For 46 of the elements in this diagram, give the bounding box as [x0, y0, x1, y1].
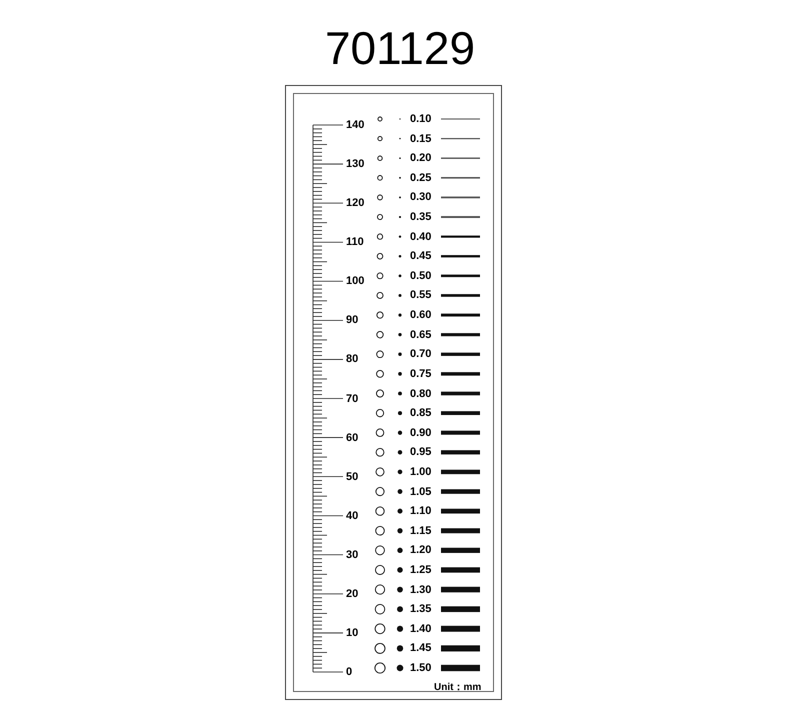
- size-label: 0.60: [410, 309, 432, 322]
- scale-number: 110: [346, 236, 364, 248]
- title: 701129: [324, 21, 476, 76]
- size-label: 1.45: [410, 642, 432, 654]
- size-label: 0.50: [410, 270, 432, 282]
- scale-number: 10: [346, 626, 358, 639]
- size-label: 1.30: [410, 584, 432, 596]
- size-label: 0.10: [410, 113, 432, 125]
- size-label: 0.55: [410, 289, 432, 302]
- size-label: 0.90: [410, 426, 432, 439]
- scale-number: 0: [346, 666, 352, 678]
- size-label: 0.75: [410, 368, 432, 380]
- scale-number: 30: [346, 548, 358, 561]
- size-label: 0.35: [410, 211, 432, 224]
- scale-number: 60: [346, 432, 358, 444]
- size-label: 0.85: [410, 407, 432, 420]
- size-label: 1.05: [410, 486, 432, 498]
- size-label: 1.40: [410, 622, 432, 635]
- size-label: 0.70: [410, 348, 432, 360]
- size-label: 1.35: [410, 603, 432, 616]
- size-label: 0.15: [410, 132, 432, 145]
- size-label: 0.80: [410, 388, 432, 400]
- size-label: 0.20: [410, 152, 432, 164]
- size-label: 0.25: [410, 172, 432, 184]
- size-label: 0.45: [410, 250, 432, 262]
- scale-number: 130: [346, 158, 364, 170]
- size-label: 1.00: [410, 466, 432, 478]
- scale-number: 100: [346, 275, 364, 288]
- size-label: 0.95: [410, 446, 432, 458]
- scale-number: 120: [346, 197, 364, 210]
- size-label: 0.30: [410, 191, 432, 204]
- scale-number: 20: [346, 588, 358, 600]
- unit-note: Unit：mm: [434, 682, 482, 694]
- size-label: 0.40: [410, 230, 432, 243]
- size-label: 0.65: [410, 328, 432, 341]
- scale-number: 50: [346, 470, 358, 483]
- scale-number: 140: [346, 119, 364, 131]
- size-label: 1.15: [410, 524, 432, 537]
- size-label: 1.25: [410, 564, 432, 576]
- scale-number: 90: [346, 314, 358, 326]
- scale-number: 40: [346, 510, 358, 522]
- size-label: 1.10: [410, 505, 432, 518]
- size-label: 1.50: [410, 662, 432, 674]
- scale-number: 80: [346, 353, 358, 366]
- scale-number: 70: [346, 392, 358, 404]
- size-label: 1.20: [410, 544, 432, 556]
